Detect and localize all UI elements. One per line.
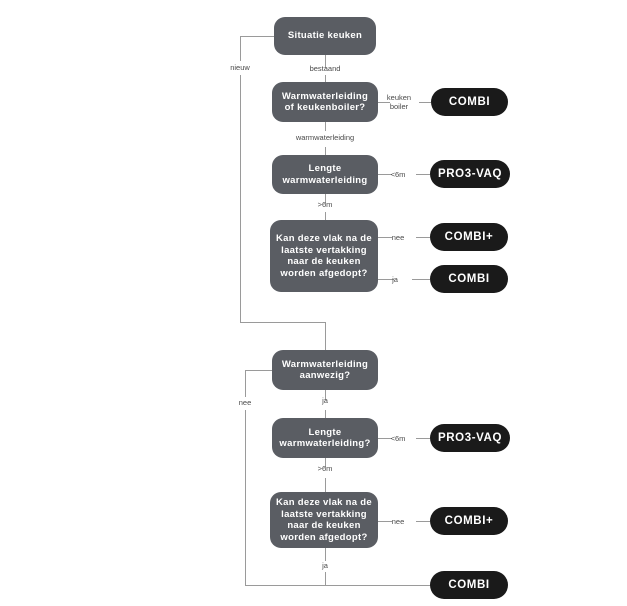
connector-q5-to-q6-lower (325, 478, 326, 492)
node-result-pro3vaq-1[interactable]: PRO3-VAQ (430, 160, 510, 188)
connector-q2-to-pro3vaq-right (416, 174, 430, 175)
edge-label-gt6m-a: >6m (317, 200, 333, 209)
node-result-combi-2[interactable]: COMBI (430, 265, 508, 293)
node-result-pro3vaq-2[interactable]: PRO3-VAQ (430, 424, 510, 452)
connector-q5-to-q6-upper (325, 458, 326, 468)
connector-bottom-rail-to-combi (245, 585, 431, 586)
node-warmwaterleiding-of-keukenboiler[interactable]: Warmwaterleiding of keukenboiler? (272, 82, 378, 122)
connector-q6-to-bottom-upper (325, 548, 326, 561)
connector-q5-to-pro3vaq-right (416, 438, 430, 439)
connector-nieuw-to-section2 (240, 322, 326, 323)
edge-label-lt6m-a: <6m (390, 170, 406, 179)
connector-bestaand-to-q1 (325, 75, 326, 82)
connector-q1-to-q2-upper (325, 122, 326, 131)
connector-nieuw-horizontal (240, 36, 274, 37)
connector-q3-to-combiplus-left (378, 237, 392, 238)
node-result-combi-1[interactable]: COMBI (431, 88, 508, 116)
edge-label-lt6m-b: <6m (390, 434, 406, 443)
connector-q1-to-combi-left (378, 102, 390, 103)
node-lengte-warmwaterleiding-2[interactable]: Lengte warmwaterleiding? (272, 418, 378, 458)
edge-label-nee-c: nee (391, 517, 405, 526)
connector-q4-to-q5-lower (325, 410, 326, 418)
connector-q6-to-combiplus-left (378, 521, 392, 522)
edge-label-warmwaterleiding: warmwaterleiding (295, 133, 355, 142)
connector-q1-to-q2-lower (325, 147, 326, 155)
node-warmwaterleiding-aanwezig[interactable]: Warmwaterleiding aanwezig? (272, 350, 378, 390)
connector-nieuw-vertical-lower (240, 75, 241, 323)
connector-q4-to-q5-upper (325, 390, 326, 400)
connector-q2-to-q3-upper (325, 194, 326, 204)
connector-section2-entry (325, 322, 326, 350)
connector-nee-b-horizontal (245, 370, 274, 371)
node-kan-deze-vlak-afgedopt-2[interactable]: Kan deze vlak na de laatste vertakking n… (270, 492, 378, 548)
node-result-combiplus-1[interactable]: COMBI+ (430, 223, 508, 251)
connector-q1-to-combi-right (419, 102, 431, 103)
node-kan-deze-vlak-afgedopt-1[interactable]: Kan deze vlak na de laatste vertakking n… (270, 220, 378, 292)
connector-q3-to-combiplus-right (416, 237, 430, 238)
edge-label-nieuw: nieuw (230, 63, 250, 72)
edge-label-ja-a: ja (392, 275, 398, 284)
node-lengte-warmwaterleiding-1[interactable]: Lengte warmwaterleiding (272, 155, 378, 194)
connector-start-to-q1 (325, 55, 326, 68)
edge-label-ja-b: ja (322, 396, 328, 405)
connector-q2-to-q3-lower (325, 212, 326, 220)
connector-nieuw-vertical-upper (240, 36, 241, 61)
node-result-combiplus-2[interactable]: COMBI+ (430, 507, 508, 535)
edge-label-gt6m-b: >6m (317, 464, 333, 473)
connector-q2-to-pro3vaq-left (378, 174, 392, 175)
edge-label-bestaand: bestaand (309, 64, 341, 73)
connector-q3-to-combi-left (378, 279, 394, 280)
edge-label-keuken-boiler: keuken boiler (386, 93, 412, 111)
connector-q5-to-pro3vaq-left (378, 438, 392, 439)
node-situatie-keuken[interactable]: Situatie keuken (274, 17, 376, 55)
edge-label-nee-a: nee (391, 233, 405, 242)
edge-label-nee-b: nee (238, 398, 252, 407)
edge-label-ja-c: ja (322, 561, 328, 570)
connector-q6-to-combiplus-right (416, 521, 430, 522)
connector-nee-b-vertical-lower (245, 410, 246, 585)
connector-q6-to-bottom-lower (325, 572, 326, 585)
connector-nee-b-vertical-upper (245, 370, 246, 397)
connector-q3-to-combi-right (412, 279, 430, 280)
node-result-combi-3[interactable]: COMBI (430, 571, 508, 599)
